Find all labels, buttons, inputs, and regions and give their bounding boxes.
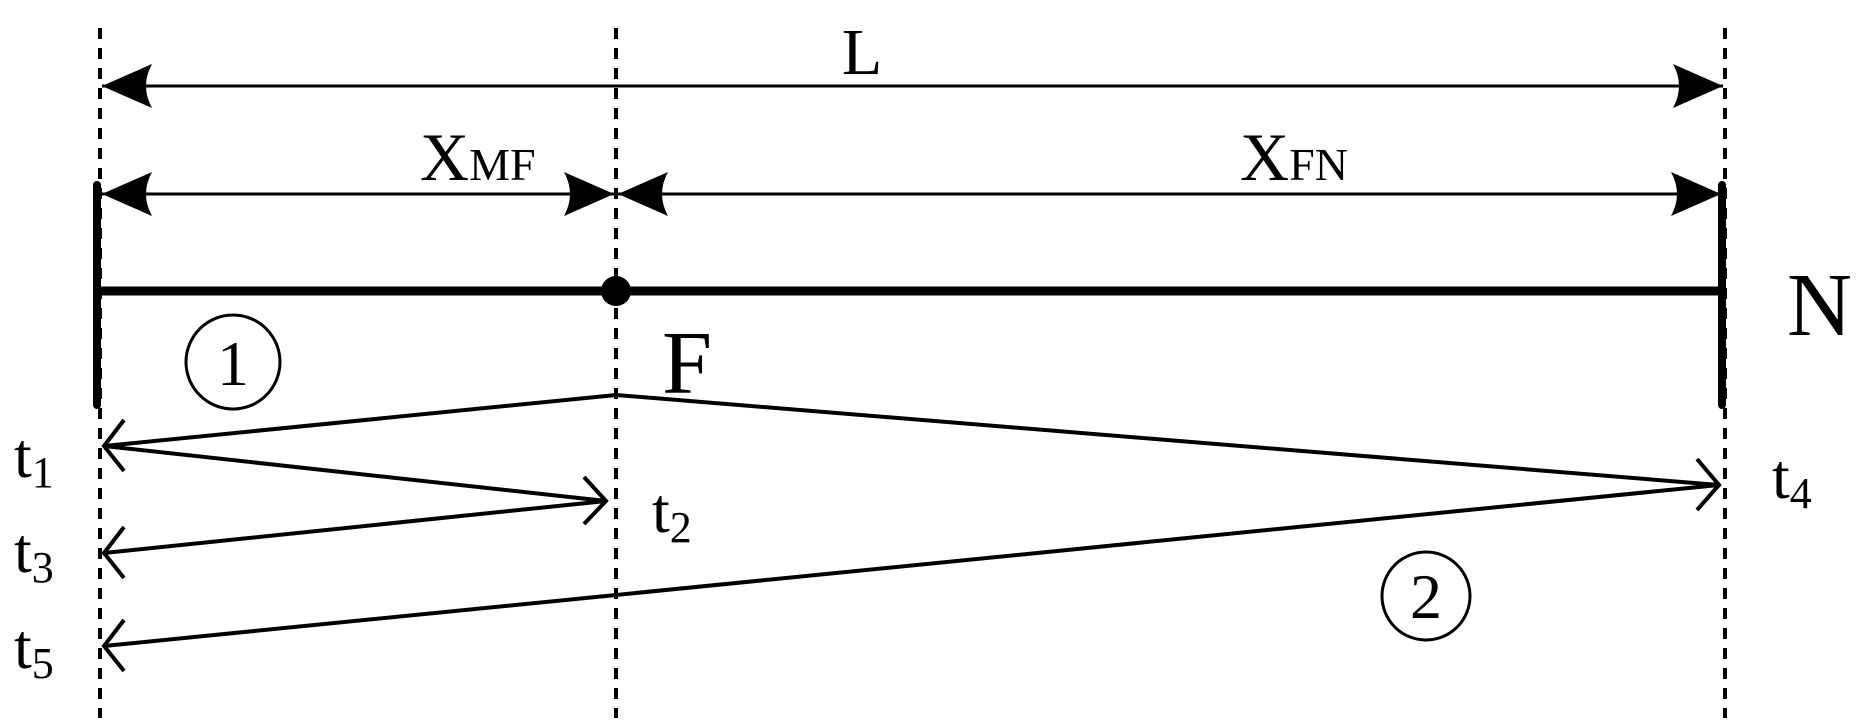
time-label-t5-main: t	[14, 611, 32, 682]
time-label-t3-main: t	[14, 515, 32, 586]
label-xfn: XFN	[1240, 119, 1348, 195]
arrowhead-l-left	[102, 64, 152, 108]
time-label-t3: t3	[14, 515, 54, 592]
label-xmf-sub: MF	[469, 139, 535, 190]
arrow-t2	[582, 475, 609, 526]
time-label-t1-main: t	[14, 420, 32, 491]
wave-path-reflection	[103, 444, 607, 555]
label-f: F	[662, 314, 712, 413]
wave-paths	[101, 392, 1722, 673]
label-xmf: XMF	[420, 119, 536, 195]
arrow-t4	[1695, 457, 1722, 512]
arrowhead-xfn-right	[1671, 172, 1721, 216]
label-xfn-sub: FN	[1289, 139, 1348, 190]
wave-path-main	[103, 392, 1720, 648]
time-label-t2-main: t	[652, 475, 670, 546]
arrow-t5	[101, 618, 126, 673]
time-label-t2-sub: 2	[670, 503, 692, 552]
circle-one-label: 1	[217, 328, 249, 399]
circle-two-label: 2	[1410, 561, 1442, 632]
reference-lines	[98, 28, 1727, 718]
time-label-t3-sub: 3	[32, 543, 54, 592]
label-n: N	[1787, 256, 1852, 355]
label-l: L	[842, 16, 882, 89]
time-label-t5: t5	[14, 611, 54, 688]
dimension-lines	[102, 84, 1723, 196]
label-xmf-main: X	[420, 119, 469, 195]
time-label-t4-sub: 4	[1790, 469, 1812, 518]
time-label-t5-sub: 5	[32, 639, 54, 688]
fault-point-dot	[601, 276, 631, 306]
circle-two-marker	[1380, 550, 1472, 642]
time-label-t2: t2	[652, 475, 692, 552]
time-label-t4: t4	[1772, 441, 1812, 518]
arrowhead-xmf-left	[102, 172, 152, 216]
dimension-arrowheads	[102, 64, 1723, 216]
arrowhead-xfn-left	[618, 172, 668, 216]
time-label-t4-main: t	[1772, 441, 1790, 512]
circle-one-marker	[184, 313, 282, 411]
arrowhead-xmf-right	[564, 172, 614, 216]
time-label-t1: t1	[14, 420, 54, 497]
time-label-t1-sub: 1	[32, 448, 54, 497]
arrowhead-l-right	[1673, 64, 1723, 108]
label-xfn-main: X	[1240, 119, 1289, 195]
transmission-line	[93, 181, 1726, 409]
arrow-t1	[101, 418, 126, 473]
arrow-t3	[101, 525, 126, 580]
